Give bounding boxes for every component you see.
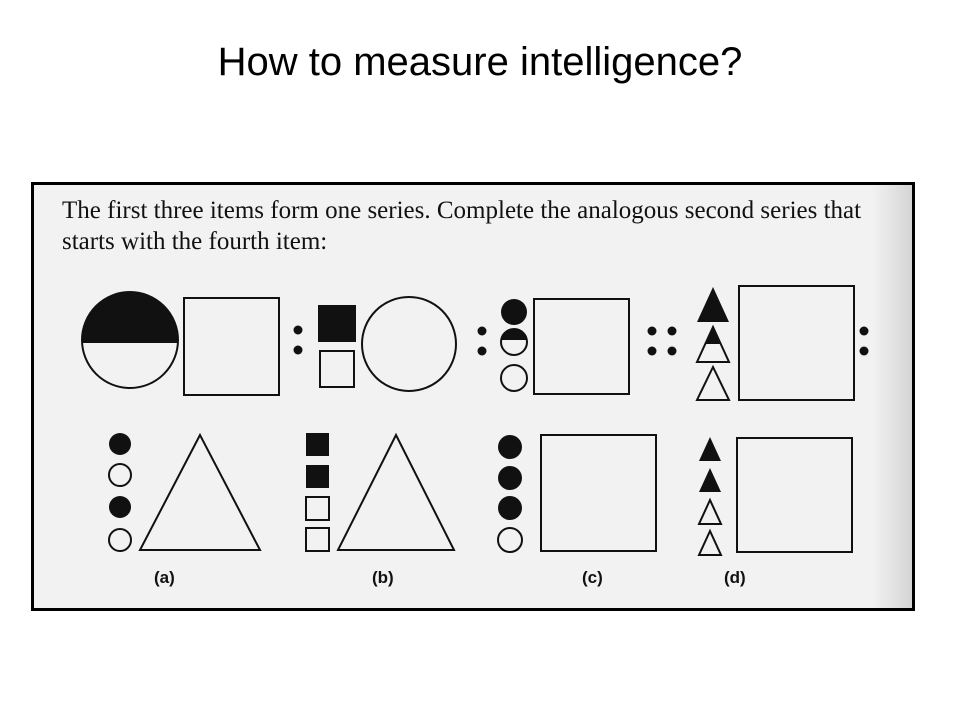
item2-circle (361, 296, 457, 392)
item4-empty-triangle (695, 364, 731, 401)
analogy-figures: (a) (b) (c) (d) (81, 285, 869, 587)
series-separator-1 (293, 325, 303, 355)
series-separator-end (859, 326, 869, 356)
option-a-label[interactable]: (a) (154, 568, 175, 587)
item3-empty-circle (500, 364, 528, 392)
option-a-figure[interactable] (108, 432, 262, 552)
scan-shadow (872, 185, 912, 608)
option-b-figure[interactable] (305, 432, 456, 552)
item2-filled-square (318, 305, 356, 342)
instruction-line-1: The first three items form one series. C… (62, 197, 862, 224)
item4-half-filled-triangle (695, 324, 731, 363)
series-separator-2 (477, 326, 487, 356)
item4-filled-triangle (697, 287, 729, 322)
item3-square (533, 298, 630, 395)
option-c-figure[interactable] (497, 434, 657, 553)
item3-filled-circle (501, 299, 527, 325)
item2-empty-square (319, 350, 355, 388)
instruction-line-2: starts with the fourth item: (62, 228, 328, 255)
option-d-figure[interactable] (697, 437, 853, 556)
puzzle-instruction: The first three items form one series. C… (62, 195, 912, 257)
option-c-label[interactable]: (c) (582, 568, 603, 587)
item4-square (738, 285, 855, 401)
item1-square (183, 297, 280, 396)
item3-half-filled-circle (500, 328, 528, 356)
analogy-separator (647, 326, 677, 356)
option-b-label[interactable]: (b) (372, 568, 394, 587)
option-d-label[interactable]: (d) (724, 568, 746, 587)
slide-title: How to measure intelligence? (217, 40, 743, 84)
puzzle-scan: The first three items form one series. C… (31, 182, 915, 611)
item1-half-filled-circle (81, 291, 179, 389)
